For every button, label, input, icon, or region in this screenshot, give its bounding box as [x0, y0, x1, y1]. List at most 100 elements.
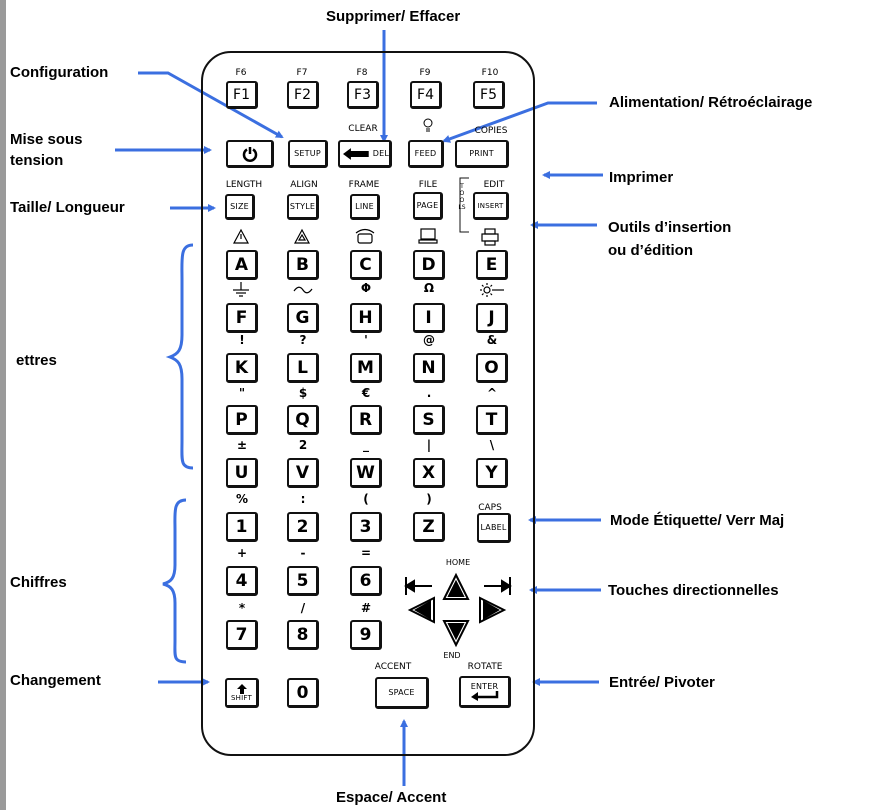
- 9-key[interactable]: 9: [350, 620, 382, 650]
- backspace-arrow-icon: [343, 147, 369, 160]
- label-mise-line2: tension: [10, 152, 64, 169]
- f5-key[interactable]: F5: [473, 81, 505, 109]
- f2-key[interactable]: F2: [287, 81, 319, 109]
- size-key[interactable]: SIZE: [225, 194, 255, 220]
- enter-arrow-icon: [470, 691, 498, 701]
- page-key[interactable]: PAGE: [413, 192, 443, 220]
- label-frame: FRAME: [348, 180, 380, 190]
- f1-key[interactable]: F1: [226, 81, 258, 109]
- symbol-r: €: [361, 386, 371, 400]
- label-alimentation: Alimentation/ Rétroéclairage: [609, 94, 813, 111]
- l-key[interactable]: L: [287, 353, 319, 383]
- b-key[interactable]: B: [287, 250, 319, 280]
- symbol-k: !: [239, 333, 245, 347]
- del-key[interactable]: DEL: [338, 140, 392, 168]
- setup-key[interactable]: SETUP: [288, 140, 328, 168]
- label-caps: CAPS: [478, 503, 502, 513]
- label-home: HOME: [445, 558, 471, 567]
- symbol-num-1: %: [235, 492, 249, 506]
- a-key[interactable]: A: [226, 250, 258, 280]
- j-key[interactable]: J: [476, 303, 508, 333]
- label-changement: Changement: [10, 672, 101, 689]
- s-key[interactable]: S: [413, 405, 445, 435]
- label-mode: Mode Étiquette/ Verr Maj: [610, 512, 785, 529]
- u-key[interactable]: U: [226, 458, 258, 488]
- label-f7: F7: [296, 68, 308, 78]
- label-imprimer: Imprimer: [609, 169, 674, 186]
- symbol-num-7: *: [238, 601, 246, 615]
- space-key[interactable]: SPACE: [375, 677, 429, 709]
- symbol-x: |: [426, 438, 432, 452]
- left-margin-bar: [0, 0, 6, 810]
- 8-key[interactable]: 8: [287, 620, 319, 650]
- label-copies: COPIES: [474, 126, 508, 136]
- shift-key[interactable]: SHIFT: [225, 678, 259, 708]
- label-entree: Entrée/ Pivoter: [609, 674, 715, 691]
- 5-key[interactable]: 5: [287, 566, 319, 596]
- ground-icon: [233, 282, 249, 297]
- label-f10: F10: [481, 68, 499, 78]
- arrow-right-icon: [479, 596, 507, 624]
- 2-key[interactable]: 2: [287, 512, 319, 542]
- m-key[interactable]: M: [350, 353, 382, 383]
- v-key[interactable]: V: [287, 458, 319, 488]
- 4-key[interactable]: 4: [226, 566, 258, 596]
- f3-key[interactable]: F3: [347, 81, 379, 109]
- label-length: LENGTH: [225, 180, 263, 190]
- x-key[interactable]: X: [413, 458, 445, 488]
- feed-key[interactable]: FEED: [408, 140, 444, 168]
- h-key[interactable]: H: [350, 303, 382, 333]
- -key[interactable]: N: [413, 353, 445, 383]
- k-key[interactable]: K: [226, 353, 258, 383]
- t-key[interactable]: T: [476, 405, 508, 435]
- hazard-icon: [293, 228, 311, 244]
- f4-key[interactable]: F4: [410, 81, 442, 109]
- symbol-q: $: [298, 386, 308, 400]
- f-key[interactable]: F: [226, 303, 258, 333]
- p-key[interactable]: P: [226, 405, 258, 435]
- label-mise-line1: Mise sous: [10, 131, 83, 148]
- symbol-u: ±: [236, 438, 248, 452]
- c-key[interactable]: C: [350, 250, 382, 280]
- direction-keys: [404, 572, 512, 648]
- symbol-num-: @: [423, 333, 435, 347]
- print-key[interactable]: PRINT: [455, 140, 509, 168]
- label-edit: EDIT: [483, 180, 505, 190]
- arrow-left-icon: [407, 596, 435, 624]
- o-key[interactable]: O: [476, 353, 508, 383]
- symbol-w: _: [363, 438, 369, 452]
- keyboard-outline: [201, 51, 535, 756]
- symbol-m: ': [364, 333, 368, 347]
- arrow-configuration: [138, 71, 284, 139]
- computer-icon: [418, 228, 438, 244]
- g-key[interactable]: G: [287, 303, 319, 333]
- power-icon: [242, 146, 257, 162]
- enter-key[interactable]: ENTER: [459, 676, 511, 708]
- label-key[interactable]: LABEL: [477, 513, 511, 543]
- w-key[interactable]: W: [350, 458, 382, 488]
- q-key[interactable]: Q: [287, 405, 319, 435]
- y-key[interactable]: Y: [476, 458, 508, 488]
- ac-wave-icon: [293, 286, 313, 294]
- d-key[interactable]: D: [413, 250, 445, 280]
- r-key[interactable]: R: [350, 405, 382, 435]
- arrow-up-icon: [442, 572, 470, 600]
- 0-key[interactable]: 0: [287, 678, 319, 708]
- symbol-l: ?: [299, 333, 307, 347]
- e-key[interactable]: E: [476, 250, 508, 280]
- insert-key[interactable]: INSERT: [473, 192, 509, 220]
- symbol-num-6: =: [360, 546, 372, 560]
- symbol-num-3: (: [363, 492, 369, 506]
- i-key[interactable]: I: [413, 303, 445, 333]
- enter-key-label: ENTER: [470, 682, 499, 691]
- power-key[interactable]: [226, 140, 274, 168]
- line-key[interactable]: LINE: [350, 194, 380, 220]
- 6-key[interactable]: 6: [350, 566, 382, 596]
- arrow-down-icon: [442, 620, 470, 648]
- z-key[interactable]: Z: [413, 512, 445, 542]
- style-key[interactable]: STYLE: [287, 194, 319, 220]
- 7-key[interactable]: 7: [226, 620, 258, 650]
- 3-key[interactable]: 3: [350, 512, 382, 542]
- 1-key[interactable]: 1: [226, 512, 258, 542]
